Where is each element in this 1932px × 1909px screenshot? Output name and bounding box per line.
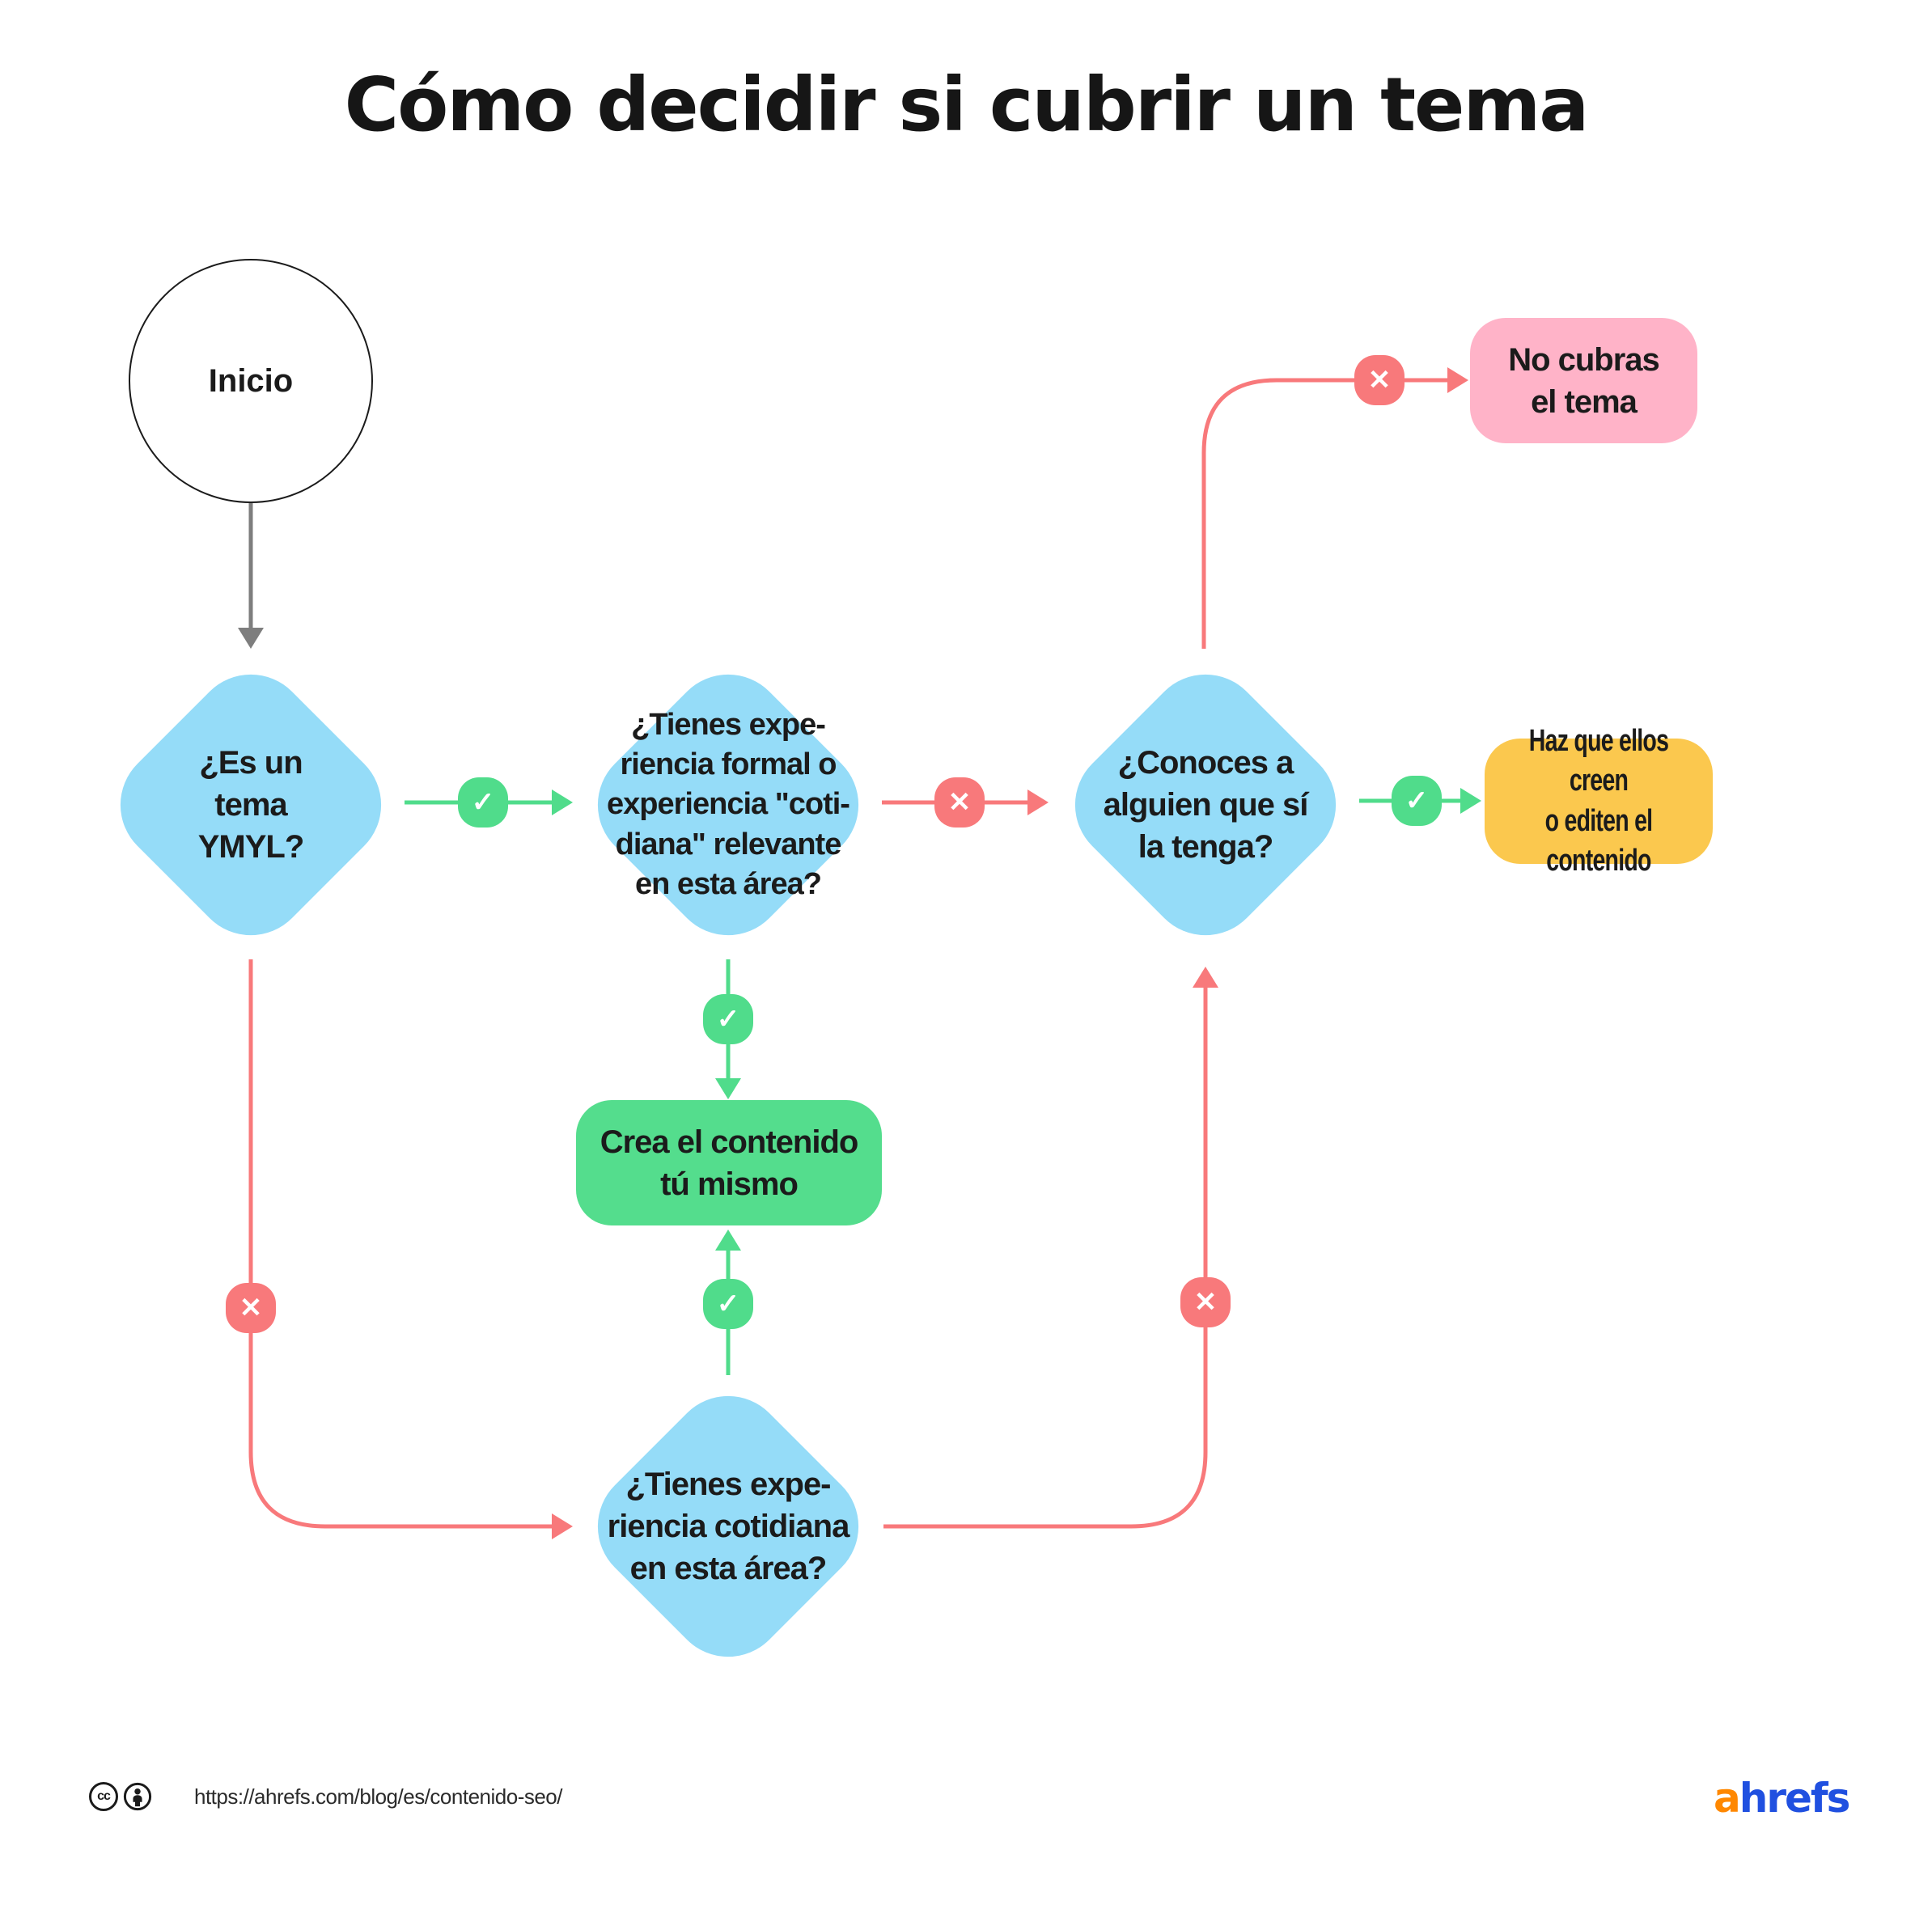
node-d2-label: ¿Tienes expe- riencia formal o experienc… (607, 707, 850, 902)
edge-d1-d4 (248, 959, 552, 1529)
check-glyph: ✓ (1405, 785, 1429, 816)
arrowhead-d2-d3 (1027, 789, 1049, 815)
edge-d4-d3 (883, 988, 1208, 1529)
node-d3-label: ¿Conoces a alguien que sí la tenga? (1103, 745, 1309, 865)
arrowhead-d4-d3 (1193, 967, 1218, 988)
edge-d3-no-cover (1201, 378, 1447, 649)
node-create-label: Crea el contenido tú mismo (600, 1124, 859, 1202)
ahrefs-logo-a: a (1714, 1775, 1741, 1822)
node-delegate-label: Haz que ellos creen o editen el contenid… (1528, 723, 1669, 878)
ahrefs-logo: ahrefs (1714, 1775, 1851, 1822)
check-icon: ✓ (703, 1279, 753, 1329)
arrowhead-d4-create (715, 1230, 741, 1251)
cc-icon: cc (89, 1782, 118, 1811)
check-glyph: ✓ (471, 787, 495, 818)
arrowhead-d1-d4 (552, 1513, 573, 1539)
node-no-cover: No cubras el tema (1470, 318, 1697, 443)
arrowhead-d1-d2 (552, 789, 573, 815)
cross-icon: ✕ (1354, 355, 1405, 405)
node-d1-label: ¿Es un tema YMYL? (197, 745, 305, 865)
node-start: Inicio (129, 259, 373, 503)
cross-icon: ✕ (934, 777, 985, 828)
arrowhead-d3-no-cover (1447, 367, 1468, 393)
check-icon: ✓ (703, 994, 753, 1044)
check-glyph: ✓ (716, 1004, 740, 1035)
ahrefs-logo-hrefs: hrefs (1739, 1775, 1851, 1822)
node-no-cover-label: No cubras el tema (1508, 341, 1660, 420)
cross-glyph: ✕ (947, 787, 972, 818)
arrowhead-d2-create (715, 1078, 741, 1099)
cross-icon: ✕ (226, 1283, 276, 1333)
check-glyph: ✓ (716, 1289, 740, 1319)
node-d4-label: ¿Tienes expe- riencia cotidiana en esta … (607, 1467, 850, 1586)
arrowhead-start-d1 (238, 628, 264, 649)
check-icon: ✓ (458, 777, 508, 828)
node-create: Crea el contenido tú mismo (576, 1100, 882, 1225)
source-url: https://ahrefs.com/blog/es/contenido-seo… (194, 1784, 563, 1809)
attribution-person-icon (123, 1782, 152, 1811)
cross-glyph: ✕ (1193, 1287, 1218, 1318)
check-icon: ✓ (1392, 776, 1442, 826)
node-start-label: Inicio (208, 362, 294, 399)
node-delegate: Haz que ellos creen o editen el contenid… (1485, 724, 1713, 878)
cross-glyph: ✕ (239, 1293, 263, 1323)
cc-icon-text: cc (97, 1789, 111, 1803)
page-title: Cómo decidir si cubrir un tema (344, 61, 1590, 148)
arrowhead-d3-delegate (1460, 788, 1481, 814)
cross-icon: ✕ (1180, 1277, 1231, 1327)
cross-glyph: ✕ (1367, 365, 1392, 396)
license-bar: cc https://ahrefs.com/blog/es/contenido-… (89, 1780, 563, 1814)
